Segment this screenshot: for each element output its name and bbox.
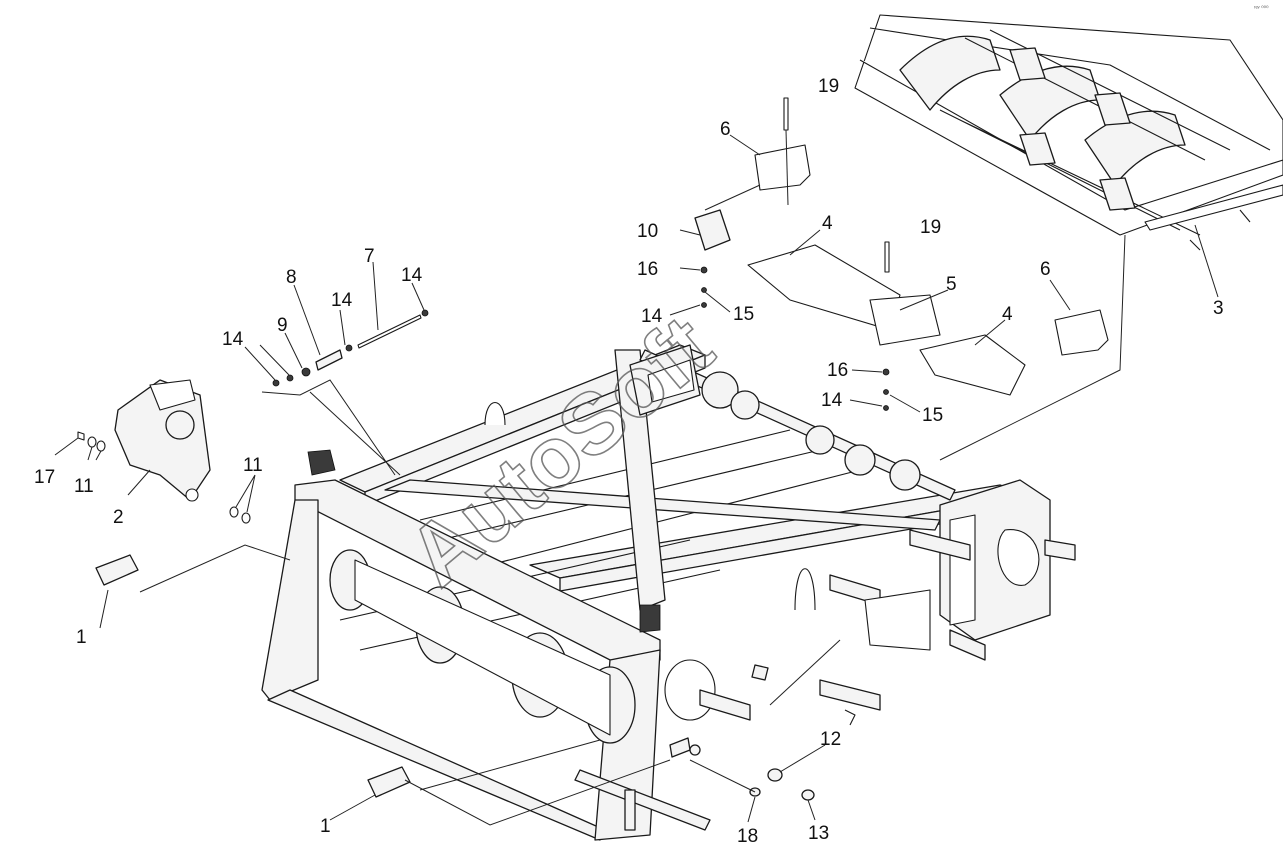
callout-11-left: 11 [74,476,94,497]
bracket-part-6-upper [754,144,811,191]
callout-1-lower-plate: 1 [320,816,331,837]
cage-drum-part-3 [854,14,1283,251]
drive-housing-part-2 [114,379,211,502]
callout-19-upper: 19 [818,76,839,97]
callout-14-lower-stack: 14 [821,390,843,411]
plate-part-1-upper [95,554,139,586]
callout-11-right: 11 [243,455,263,476]
callout-6-upper: 6 [720,119,731,140]
callout-17: 17 [34,467,55,488]
leader-lines [54,129,1219,826]
washer-part-9 [301,367,311,377]
callout-15-lower: 15 [922,405,943,426]
callout-14-right: 14 [401,265,423,286]
callout-16-upper: 16 [637,259,658,280]
cover-part-5 [869,294,941,346]
callout-14-mid: 14 [331,290,353,311]
callout-2: 2 [113,507,124,528]
callout-16-lower: 16 [827,360,848,381]
callout-10: 10 [637,221,658,242]
callout-5: 5 [946,274,957,295]
callout-labels: 1 1 2 3 4 4 5 6 6 7 8 9 10 11 11 12 13 1… [34,76,1224,847]
bracket-part-6-lower [1054,309,1109,356]
cover-part-4-lower [919,334,1026,396]
callout-3: 3 [1213,298,1224,319]
callout-12: 12 [820,729,841,750]
callout-4-upper: 4 [822,213,833,234]
callout-6-lower: 6 [1040,259,1051,280]
callout-8: 8 [286,267,297,288]
callout-7: 7 [364,246,375,267]
corner-mark: ʳᵉᵛ ⁰⁰⁰ [1254,5,1269,12]
main-frame [261,344,1076,841]
callout-13: 13 [808,823,829,844]
block-part-10 [694,209,731,251]
callout-1-upper-plate: 1 [76,627,87,648]
bolt-part-19-upper [783,97,789,131]
small-hardware [77,266,890,801]
bolt-part-19-lower [884,241,890,273]
spring-part-8 [315,349,343,371]
callout-18: 18 [737,826,758,847]
callout-4-lower: 4 [1002,304,1013,325]
callout-14-left: 14 [222,329,244,350]
plate-part-1-lower [367,766,411,798]
rod-part-7 [357,314,422,349]
callout-14-upper-stack: 14 [641,306,663,327]
sprocket-shaft [629,344,956,501]
callout-19-lower: 19 [920,217,941,238]
callout-15-upper: 15 [733,304,754,325]
callout-9: 9 [277,315,288,336]
